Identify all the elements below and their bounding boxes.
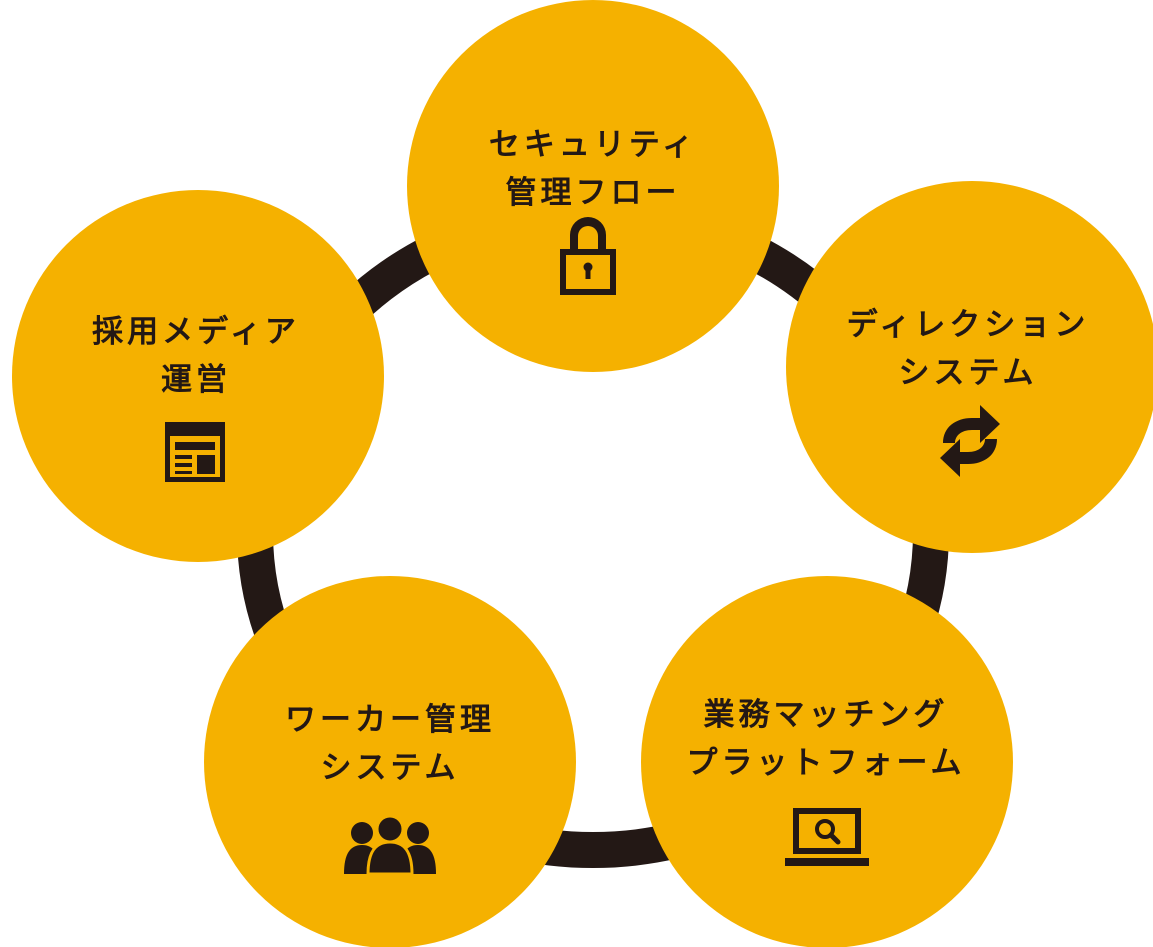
node-worker-title-line2: システム [320,750,459,786]
node-matching-title-line1: 業務マッチング [704,697,949,733]
node-direction-circle [786,181,1153,553]
node-worker: ワーカー管理 システム [204,576,576,947]
lock-icon [560,217,616,295]
node-worker-title-line1: ワーカー管理 [285,702,495,738]
node-security-circle [407,0,779,372]
node-media-circle [12,190,384,562]
node-media: 採用メディア 運営 [12,190,384,562]
node-security-title-line1: セキュリティ [489,127,697,163]
node-matching: 業務マッチング プラットフォーム [641,576,1013,947]
web-layout-icon [165,422,225,482]
node-worker-circle [204,576,576,947]
node-media-title-line2: 運営 [161,362,231,398]
node-direction: ディレクション システム [786,181,1153,553]
users-group-icon [344,814,436,876]
node-security-title-line2: 管理フロー [506,175,681,211]
laptop-search-icon [785,808,869,866]
node-matching-title-line2: プラットフォーム [686,745,965,781]
node-security: セキュリティ 管理フロー [407,0,779,372]
node-matching-circle [641,576,1013,947]
node-direction-title-line2: システム [898,355,1037,391]
node-direction-title-line1: ディレクション [847,307,1090,343]
sync-arrows-icon [940,405,1000,477]
node-media-title-line1: 採用メディア [92,314,300,350]
